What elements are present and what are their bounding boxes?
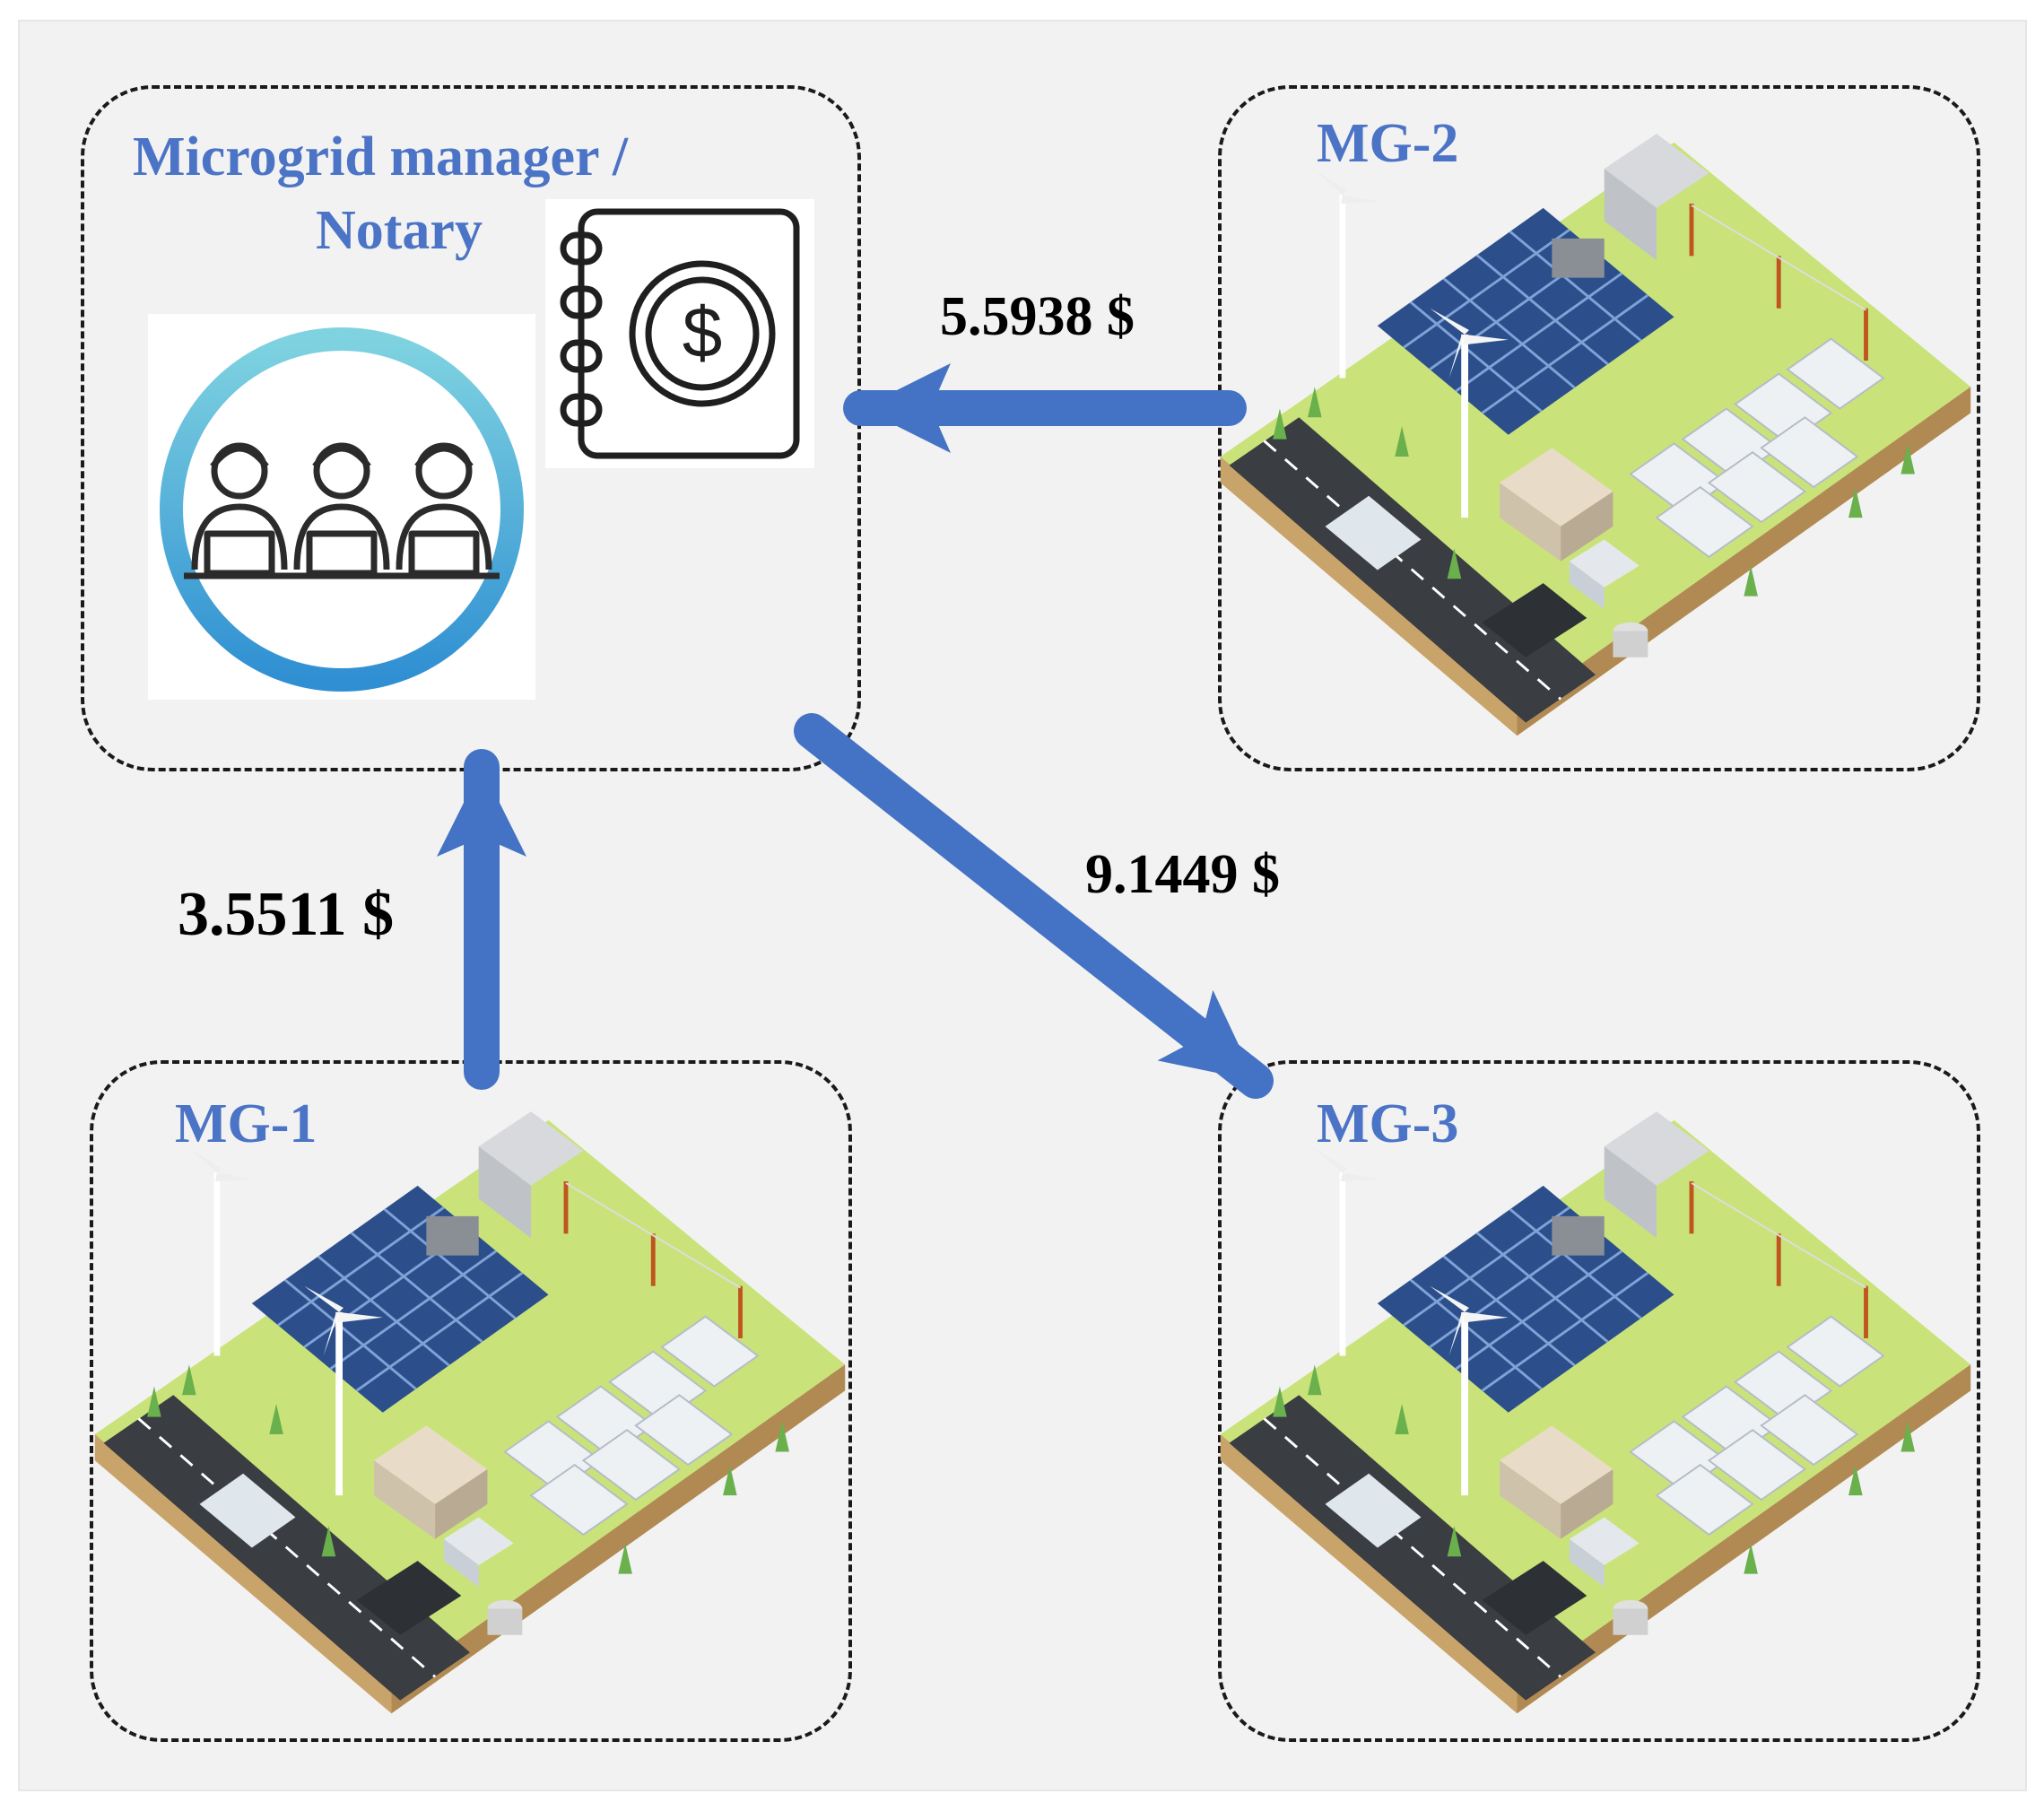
amount-mg2-to-manager: 5.5938 $	[940, 286, 1135, 347]
manager-title-line2: Notary	[316, 200, 483, 261]
mg3-label: MG-3	[1317, 1093, 1459, 1154]
mg2-label: MG-2	[1317, 113, 1459, 174]
arrow-manager-to-mg3	[794, 713, 1274, 1099]
team-icon	[148, 314, 535, 700]
ledger-dollar-icon: $	[545, 199, 814, 468]
amount-mg1-to-manager: 3.5511 $	[178, 880, 395, 949]
mg3-box	[1218, 1060, 1980, 1742]
mg2-box	[1218, 85, 1980, 771]
amount-manager-to-mg3: 9.1449 $	[1085, 844, 1280, 905]
svg-text:$: $	[683, 292, 723, 372]
mg1-label: MG-1	[175, 1093, 317, 1154]
manager-title-line1: Microgrid manager /	[133, 126, 629, 187]
